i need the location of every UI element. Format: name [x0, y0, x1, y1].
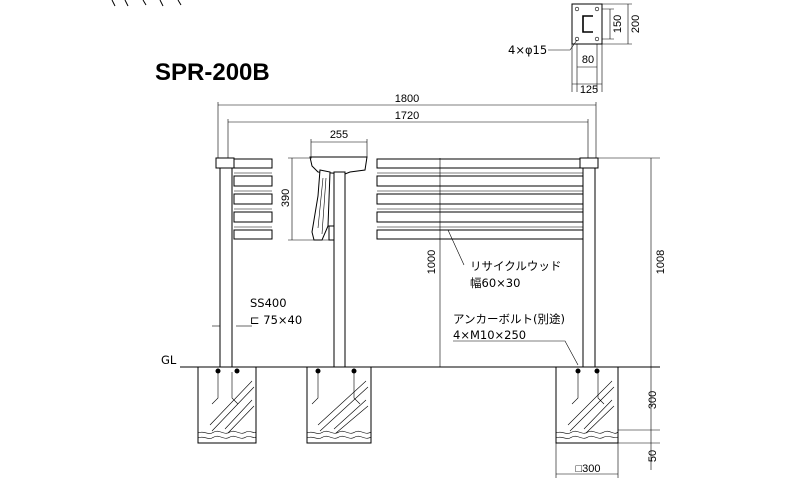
- model-title: SPR-200B: [155, 59, 270, 86]
- ground-label: GL: [161, 353, 177, 367]
- wood-leader: [447, 229, 465, 266]
- foundation-right: [555, 366, 619, 444]
- dim-backrest-height: 390: [280, 189, 292, 207]
- base-plate-detail: [548, 3, 632, 92]
- right-slat-assembly: [376, 157, 660, 368]
- dim-inner-width: 1720: [395, 110, 419, 122]
- foundation-middle: [306, 366, 372, 444]
- left-post-assembly: [212, 157, 273, 368]
- foundation-left: [197, 366, 257, 444]
- wood-size-label: 幅60×30: [470, 276, 520, 290]
- dim-backrest-depth: 255: [330, 129, 348, 141]
- dim-200: 200: [630, 15, 642, 33]
- dim-80: 80: [582, 54, 594, 66]
- anchor-leader: [453, 340, 579, 366]
- dim-seat-height: 1000: [426, 250, 438, 274]
- backrest-profile: [288, 139, 368, 368]
- width-dimensions: [217, 102, 597, 158]
- dim-150: 150: [612, 15, 624, 33]
- dim-foundation-width: □300: [576, 463, 601, 475]
- dim-total-height: 1008: [655, 250, 667, 274]
- dim-125: 125: [580, 84, 598, 96]
- anchor-size-label: 4×M10×250: [453, 328, 526, 342]
- dim-gravel-depth: 50: [647, 450, 659, 462]
- post-material-label: SS400: [250, 296, 287, 310]
- hole-callout: 4×φ15: [508, 43, 547, 57]
- cropped-header-marks: [111, 0, 182, 7]
- wood-name-label: リサイクルウッド: [470, 259, 561, 273]
- foundation-dimensions: [555, 366, 660, 478]
- anchor-name-label: アンカーボルト(別途): [453, 312, 565, 326]
- dim-overall-width: 1800: [395, 93, 419, 105]
- post-section-label: ⊏ 75×40: [250, 313, 302, 327]
- dim-foundation-depth: 300: [647, 391, 659, 409]
